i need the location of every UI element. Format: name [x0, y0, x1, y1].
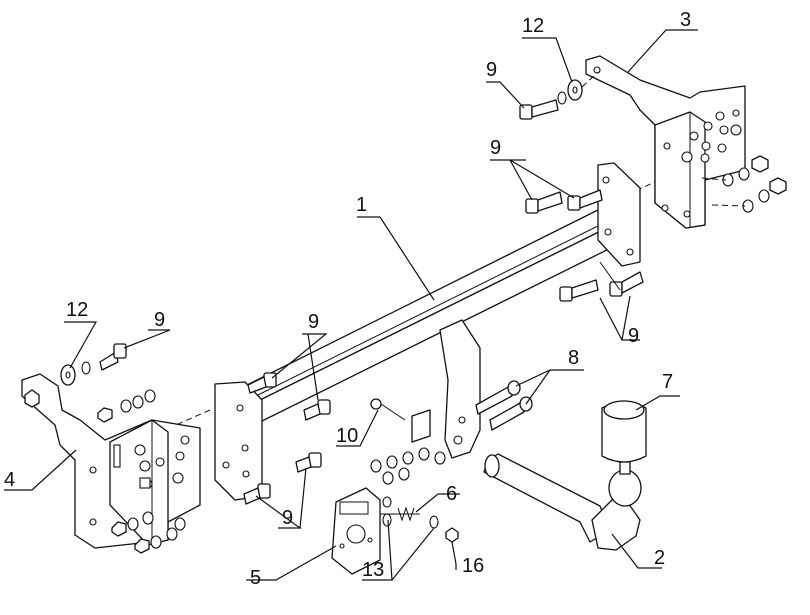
callout-8: 8	[568, 347, 579, 369]
callout-4: 4	[4, 469, 15, 491]
pin-part-10	[370, 398, 406, 421]
right-flange-plate	[597, 162, 641, 267]
center-left-bolts	[243, 372, 331, 505]
hanger-nuts	[370, 447, 446, 485]
callout-12-left: 12	[66, 299, 88, 321]
callout-2: 2	[654, 547, 665, 569]
callout-13: 13	[362, 559, 384, 581]
right-bracket	[585, 55, 746, 229]
bolts-part-8	[475, 380, 533, 431]
right-middle-bolts	[525, 189, 603, 214]
callout-9-center-top: 9	[308, 311, 319, 333]
callout-7: 7	[662, 371, 673, 393]
callout-9-top: 9	[486, 59, 497, 81]
leader-lines	[4, 29, 698, 581]
callout-9-low-right: 9	[628, 325, 639, 347]
tow-neck	[483, 453, 641, 551]
socket-plate	[331, 487, 392, 575]
callout-6: 6	[446, 483, 457, 505]
left-flange-plate	[214, 381, 263, 501]
callout-16: 16	[462, 555, 484, 577]
right-top-bolt-set	[519, 71, 599, 120]
callout-9-mid-right: 9	[490, 137, 501, 159]
callout-labels: 12 3 9 9 1 9 8 7 12 9 9 10 4 9 6 5 13 16…	[4, 9, 691, 589]
callout-9-bottom-left: 9	[282, 507, 293, 529]
callout-12-top: 12	[522, 15, 544, 37]
callout-10: 10	[336, 425, 358, 447]
callout-9-left-top: 9	[154, 309, 165, 331]
left-nuts-washers	[97, 389, 186, 554]
washer-nut-13-16	[429, 515, 459, 543]
left-bracket	[21, 373, 201, 549]
right-lower-bolts	[559, 261, 644, 302]
callout-1: 1	[356, 194, 367, 216]
callout-3: 3	[680, 9, 691, 31]
center-hanger	[411, 319, 481, 459]
callout-5: 5	[250, 567, 261, 589]
spring-part-6	[380, 506, 420, 527]
tow-ball	[601, 400, 647, 507]
left-top-bolt-set	[60, 343, 127, 386]
right-nuts-washers	[701, 155, 787, 213]
